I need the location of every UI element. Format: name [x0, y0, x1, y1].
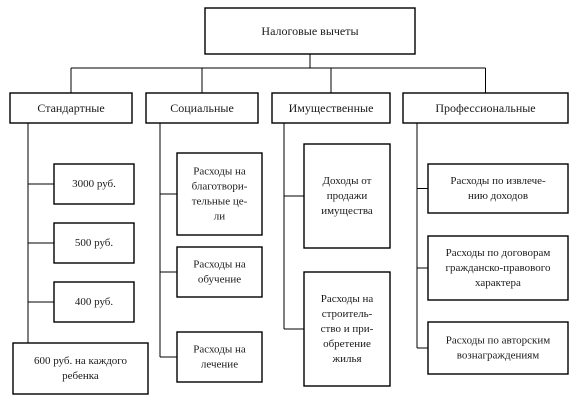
- root-box: [204, 7, 416, 55]
- item-label: 500 руб.: [75, 237, 114, 249]
- item-label-line: ли: [214, 211, 225, 223]
- category-property: Имущественные: [271, 92, 391, 124]
- item-label-line: 400 руб.: [75, 296, 114, 308]
- item-social-1: Расходы на благотвори-тельные це-ли: [176, 152, 263, 236]
- item-label: Расходы по авторским вознаграждениям: [446, 335, 550, 362]
- item-box: [427, 235, 569, 301]
- item-label: Доходы от продажи имущества: [321, 175, 373, 217]
- item-box: [303, 271, 391, 387]
- category-box: [145, 92, 259, 124]
- category-professional: Профессиональные: [402, 92, 569, 124]
- item-label-line: строитель-: [322, 308, 373, 320]
- item-label-line: ство и при-: [321, 323, 374, 335]
- item-label-line: Доходы от: [323, 175, 372, 187]
- item-standard-3: 400 руб.: [53, 281, 135, 323]
- item-label-line: благотвори-: [192, 181, 248, 193]
- item-label: Расходы на строитель-ство и при-обретение…: [321, 293, 374, 365]
- item-social-2: Расходы на обучение: [176, 246, 263, 298]
- item-social-3: Расходы на лечение: [176, 331, 263, 383]
- item-label: Расходы на обучение: [193, 259, 246, 286]
- item-box: [12, 342, 149, 395]
- item-label-line: 3000 руб.: [72, 178, 116, 190]
- item-label-line: Расходы на: [193, 259, 246, 271]
- item-label-line: продажи: [327, 190, 368, 202]
- item-label-line: Расходы по договорам: [446, 247, 551, 259]
- category-box: [9, 92, 133, 124]
- item-box: [176, 331, 263, 383]
- item-label-line: жилья: [331, 353, 361, 365]
- item-label-line: Расходы по извлече-: [450, 175, 546, 187]
- item-box: [427, 163, 569, 214]
- item-label-line: Расходы на: [193, 344, 246, 356]
- item-box: [53, 281, 135, 323]
- item-label-line: вознаграждениям: [457, 350, 540, 362]
- item-label: 400 руб.: [75, 296, 114, 308]
- item-professional-1: Расходы по извлече-нию доходов: [427, 163, 569, 214]
- item-property-2: Расходы на строитель-ство и при-обретение…: [303, 271, 391, 387]
- item-label-line: Расходы на: [321, 293, 374, 305]
- item-standard-4: 600 руб. на каждого ребенка: [12, 342, 149, 395]
- item-box: [176, 246, 263, 298]
- item-label: 3000 руб.: [72, 178, 116, 190]
- item-box: [427, 321, 569, 375]
- item-label: Расходы по договорам гражданско-правового…: [446, 247, 551, 289]
- category-label: Стандартные: [37, 101, 104, 115]
- item-label: Расходы на лечение: [193, 344, 246, 371]
- item-professional-3: Расходы по авторским вознаграждениям: [427, 321, 569, 375]
- item-label-line: обретение: [323, 338, 371, 350]
- item-label-line: Расходы на: [193, 166, 246, 178]
- root-label: Налоговые вычеты: [261, 24, 358, 38]
- item-label: Расходы на благотвори-тельные це-ли: [192, 166, 248, 223]
- item-label: Расходы по извлече-нию доходов: [450, 175, 546, 202]
- item-label-line: тельные це-: [192, 196, 248, 208]
- connectors: [27, 54, 487, 369]
- item-label-line: гражданско-правового: [446, 262, 551, 274]
- item-nodes: 3000 руб. 500 руб. 400 руб. 600 руб. на каж…: [12, 143, 569, 395]
- category-standard: Стандартные: [9, 92, 133, 124]
- item-label-line: имущества: [321, 205, 373, 217]
- item-standard-2: 500 руб.: [53, 222, 135, 264]
- category-label: Имущественные: [289, 101, 374, 115]
- category-social: Социальные: [145, 92, 259, 124]
- item-label-line: ребенка: [62, 370, 99, 382]
- item-standard-1: 3000 руб.: [53, 163, 135, 205]
- item-box: [53, 163, 135, 205]
- item-label-line: 600 руб. на каждого: [34, 355, 128, 367]
- item-label-line: лечение: [201, 359, 238, 371]
- root-node: Налоговые вычеты: [204, 7, 416, 55]
- item-box: [176, 152, 263, 236]
- category-label: Социальные: [170, 101, 234, 115]
- item-property-1: Доходы от продажи имущества: [303, 143, 391, 249]
- item-label-line: Расходы по авторским: [446, 335, 550, 347]
- item-box: [303, 143, 391, 249]
- category-label: Профессиональные: [435, 101, 535, 115]
- item-label-line: обучение: [198, 274, 241, 286]
- item-label-line: 500 руб.: [75, 237, 114, 249]
- category-box: [402, 92, 569, 124]
- item-label-line: характера: [475, 277, 521, 289]
- item-label: 600 руб. на каждого ребенка: [34, 355, 128, 382]
- item-label-line: нию доходов: [468, 190, 528, 202]
- category-box: [271, 92, 391, 124]
- item-box: [53, 222, 135, 264]
- item-professional-2: Расходы по договорам гражданско-правового…: [427, 235, 569, 301]
